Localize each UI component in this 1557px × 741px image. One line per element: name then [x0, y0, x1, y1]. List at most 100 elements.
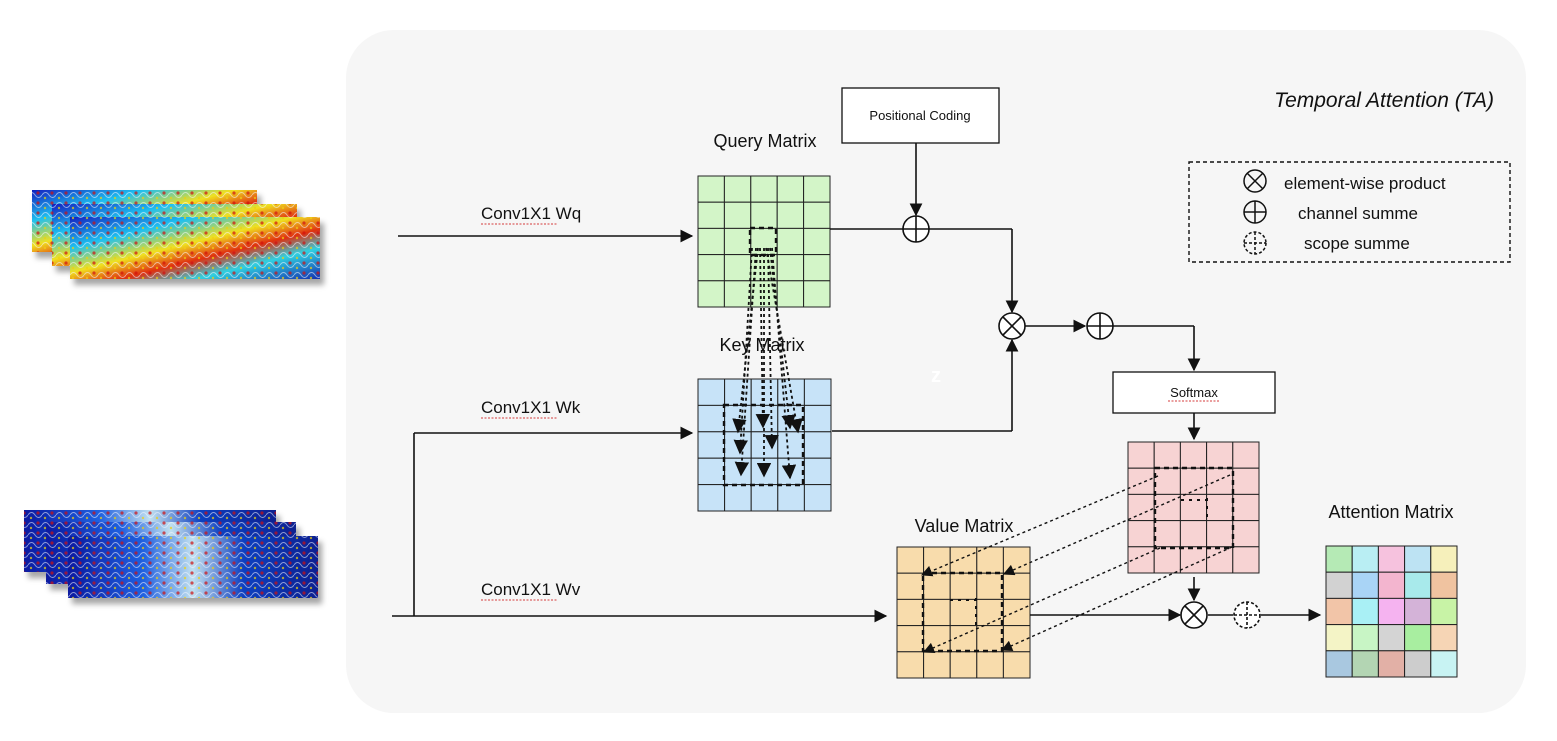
matrix-cell — [697, 484, 726, 512]
matrix-cell — [1153, 520, 1181, 548]
matrix-cell — [1351, 597, 1379, 626]
matrix-cell — [803, 175, 831, 203]
matrix-cell — [1153, 467, 1181, 495]
matrix-cell — [776, 280, 805, 308]
matrix-cell — [1179, 493, 1208, 522]
matrix-cell — [1430, 597, 1458, 626]
positional-coding-box — [841, 87, 1000, 144]
matrix-cell — [949, 651, 978, 679]
matrix-cell — [976, 651, 1004, 679]
matrix-cell — [697, 404, 726, 433]
legend-scope-icon — [1243, 231, 1267, 255]
matrix-cell — [750, 201, 778, 229]
matrix-cell — [923, 546, 951, 574]
matrix-cell — [1206, 520, 1234, 548]
matrix-cell — [776, 254, 805, 282]
query-key-dotted-arrows — [732, 247, 803, 480]
softmax-output-matrix — [1127, 441, 1260, 574]
matrix-cell — [1179, 467, 1208, 495]
matrix-cell — [1430, 650, 1458, 678]
matrix-cell — [750, 484, 779, 512]
softmax-window — [1153, 466, 1235, 550]
legend-box — [1188, 161, 1511, 263]
matrix-cell — [1153, 546, 1181, 574]
matrix-cell — [697, 280, 725, 308]
matrix-cell — [697, 378, 726, 406]
matrix-cell — [777, 457, 805, 486]
matrix-cell — [896, 572, 925, 600]
matrix-cell — [1232, 546, 1260, 574]
matrix-cell — [1002, 546, 1031, 574]
matrix-cell — [1153, 441, 1181, 469]
matrix-cell — [1430, 624, 1458, 652]
matrix-cell — [724, 457, 752, 486]
matrix-cell — [949, 546, 978, 574]
matrix-cell — [1351, 650, 1379, 678]
matrix-cell — [1127, 467, 1155, 495]
matrix-cell — [1206, 441, 1234, 469]
matrix-cell — [803, 280, 831, 308]
matrix-cell — [723, 227, 752, 256]
conv-wv-label: Conv1X1 Wv — [481, 580, 581, 599]
matrix-cell — [776, 227, 805, 256]
diagram-title: Temporal Attention (TA) — [1274, 89, 1494, 112]
matrix-cell — [803, 431, 832, 459]
legend-otimes-icon — [1243, 169, 1267, 193]
matrix-cell — [724, 431, 752, 459]
matrix-cell — [776, 201, 805, 229]
matrix-cell — [976, 598, 1004, 627]
matrix-cell — [1404, 571, 1432, 599]
matrix-cell — [803, 201, 831, 229]
oplus-channel-icon — [1086, 312, 1114, 340]
matrix-cell — [1430, 545, 1458, 573]
matrix-cell — [1325, 545, 1353, 573]
matrix-cell — [896, 546, 925, 574]
attention-matrix-label: Attention Matrix — [1328, 502, 1453, 522]
matrix-cell — [1206, 546, 1234, 574]
matrix-cell — [1325, 571, 1353, 599]
stray-z-label: z — [931, 365, 941, 387]
matrix-cell — [1404, 597, 1432, 626]
matrix-cell — [723, 280, 752, 308]
matrix-cell — [1377, 597, 1406, 626]
matrix-cell — [1404, 624, 1432, 652]
softmax-value-dotted-arrows — [920, 474, 1233, 654]
matrix-cell — [697, 431, 726, 459]
matrix-cell — [697, 201, 725, 229]
input-feature-maps-top — [32, 190, 320, 279]
matrix-cell — [750, 175, 778, 203]
matrix-cell — [923, 651, 951, 679]
matrix-cell — [949, 572, 978, 600]
matrix-cell — [723, 254, 752, 282]
conv-wq-label: Conv1X1 Wq — [481, 204, 581, 223]
matrix-cell — [803, 457, 832, 486]
matrix-cell — [1351, 545, 1379, 573]
matrix-cell — [803, 227, 831, 256]
otimes-qk-icon — [998, 312, 1026, 340]
value-matrix — [896, 546, 1031, 679]
matrix-cell — [923, 572, 951, 600]
matrix-cell — [1351, 624, 1379, 652]
matrix-cell — [777, 431, 805, 459]
query-matrix — [697, 175, 831, 308]
matrix-cell — [1232, 441, 1260, 469]
scope-sum-icon — [1233, 601, 1261, 629]
matrix-cell — [896, 598, 925, 627]
matrix-cell — [697, 457, 726, 486]
matrix-cell — [1127, 520, 1155, 548]
matrix-cell — [1002, 572, 1031, 600]
attention-matrix — [1325, 545, 1458, 678]
query-window — [748, 226, 778, 257]
matrix-cell — [1377, 545, 1406, 573]
positional-coding-label: Positional Coding — [869, 108, 970, 123]
matrix-cell — [1325, 597, 1353, 626]
legend-channel-label: channel summe — [1298, 204, 1418, 223]
value-matrix-label: Value Matrix — [915, 516, 1014, 536]
matrix-cell — [1377, 571, 1406, 599]
matrix-cell — [697, 227, 725, 256]
otimes-value-icon — [1180, 601, 1208, 629]
matrix-cell — [1153, 493, 1181, 522]
input-feature-maps-bottom — [24, 510, 318, 598]
matrix-cell — [723, 175, 752, 203]
